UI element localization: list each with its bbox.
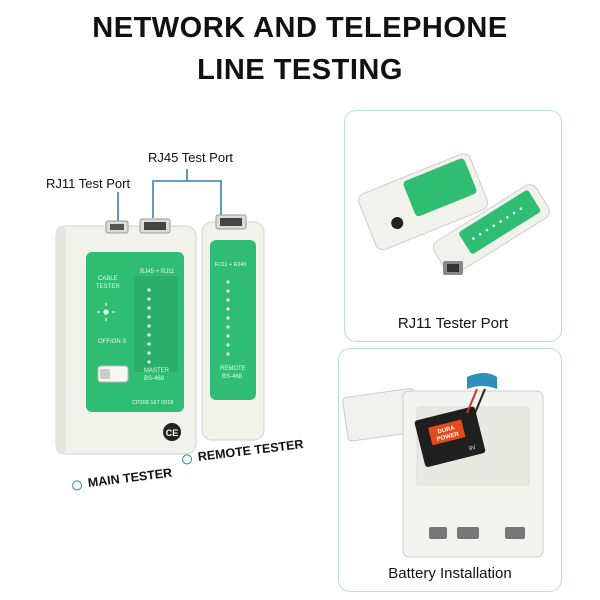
cable-tester-text-2: TESTER: [96, 284, 120, 290]
page-title-line1: NETWORK AND TELEPHONE: [92, 12, 508, 44]
callout-lines: [117, 169, 222, 226]
rj11-port-caption: RJ11 Tester Port: [397, 315, 509, 332]
remote-label: REMOTE: [220, 366, 246, 372]
battery-caption: Battery Installation: [388, 565, 512, 582]
bullet-circle-icon: [181, 453, 193, 465]
power-led-icon: [97, 303, 115, 321]
rj45-callout-line: [152, 180, 222, 218]
battery-brand-text-2: POWER: [436, 431, 460, 442]
off-on-label: OFF/ON S: [98, 339, 126, 345]
ce-mark-text: CE: [166, 428, 179, 438]
battery-clip-icon: [467, 373, 497, 389]
battery-voltage: 9V: [468, 445, 477, 453]
rj45-callout-label: RJ45 Test Port: [148, 150, 234, 165]
main-rj-label: RJ45 + RJ11: [140, 269, 175, 275]
battery-illustration: DURA POWER 9V: [342, 373, 544, 558]
battery-panel: DURA POWER 9V Battery Installation: [338, 348, 562, 592]
rj11-callout-label: RJ11 Test Port: [46, 176, 131, 191]
main-tester-device: CE CABLE TESTER RJ45 + RJ11 OFF/ON S MAS…: [55, 218, 197, 455]
main-standard-label: BS-468: [144, 376, 165, 382]
ce-mark-icon: [163, 423, 181, 441]
master-label: MASTER: [144, 368, 170, 374]
model-label: CP208 16T 0018: [132, 400, 174, 406]
cable-tester-text-1: CABLE: [98, 276, 118, 282]
rj11-port-illustration: [358, 153, 550, 275]
page-title-line2: LINE TESTING: [197, 54, 403, 86]
remote-tester-device: RJ11 + RJ45 REMOTE BS-468: [201, 214, 265, 441]
remote-rj-label: RJ11 + RJ45: [215, 262, 247, 268]
bullet-circle-icon: [71, 479, 83, 491]
remote-standard-label: BS-468: [222, 374, 243, 380]
rj11-port-panel: RJ11 Tester Port: [344, 110, 562, 342]
battery-brand-text-1: DURA: [437, 425, 456, 435]
